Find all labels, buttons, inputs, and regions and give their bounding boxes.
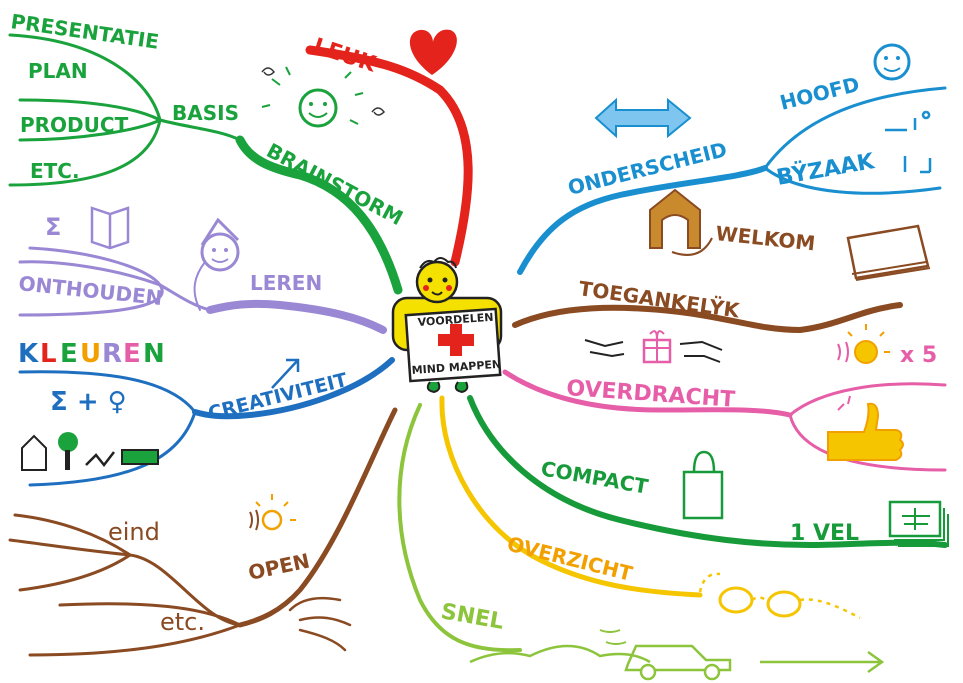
times-five-label: x 5 [900, 343, 937, 368]
bijzaak-label: BŸZAAK [775, 148, 878, 191]
plan-label: PLAN [28, 59, 88, 83]
branch-leren: LEREN ONTHOUDEN Σ [17, 206, 387, 334]
svg-text:K: K [18, 339, 39, 369]
welkom-label: WELKOM [714, 221, 816, 255]
overdracht-label: OVERDRACHT [566, 376, 736, 413]
sigma-icon: Σ [45, 213, 61, 241]
sun-icon [249, 494, 296, 531]
toegankelijk-label: TOEGANKELŸK [577, 276, 742, 322]
basis-label: BASIS [172, 101, 239, 125]
svg-text:E: E [123, 339, 141, 369]
leuk-label: LEUK [310, 34, 379, 78]
arrow-up-right-icon [271, 358, 300, 389]
overzicht-label: OVERZICHT [505, 532, 635, 586]
paper-stack-icon [846, 224, 931, 281]
shopping-bag-icon [682, 450, 724, 520]
brainstorm-face-icon [261, 66, 385, 128]
branch-creativiteit: CREATIVITEIT K L E U R E N Σ + ♀ [18, 339, 395, 487]
open-label: OPEN [246, 549, 312, 585]
double-arrow-icon [594, 97, 692, 139]
svg-text:N: N [143, 339, 165, 369]
svg-text:E: E [60, 339, 78, 369]
branch-leuk: LEUK [305, 29, 473, 267]
center-character: VOORDELEN MIND MAPPEN [391, 257, 503, 394]
snel-label: SNEL [439, 599, 506, 635]
brainstorm-label: BRAINSTORM [263, 138, 407, 230]
branch-overdracht: OVERDRACHT x 5 [502, 324, 947, 472]
svg-text:U: U [80, 339, 101, 369]
house-door-icon [649, 188, 713, 256]
svg-text:R: R [102, 339, 122, 369]
vel-label: 1 VEL [790, 521, 859, 546]
eind-label: eind [108, 518, 160, 546]
book-icon [90, 206, 130, 250]
house-tree-pencil-icon [21, 432, 159, 471]
etc-lower-label: etc. [160, 608, 205, 636]
sun-times-five-icon: x 5 [837, 324, 937, 368]
gift-hands-icon [584, 330, 723, 364]
heart-icon [409, 29, 457, 76]
mindmap-sheet-icon [888, 500, 949, 547]
glasses-icon [698, 572, 861, 620]
symbols-label: Σ + ♀ [50, 387, 127, 417]
thumbs-up-icon [827, 395, 904, 461]
kleuren-label: K L E U R E N [18, 339, 165, 369]
learner-face-icon [200, 217, 240, 272]
car-arrow-icon [469, 629, 885, 681]
etc-label: ETC. [30, 159, 80, 183]
center-line2: MIND MAPPEN [411, 358, 501, 377]
leren-label: LEREN [250, 271, 322, 295]
onthouden-label: ONTHOUDEN [17, 271, 163, 310]
small-marks-icon [885, 110, 932, 174]
smiley-icon [873, 43, 911, 81]
product-label: PRODUCT [20, 113, 129, 137]
presentatie-label: PRESENTATIE [9, 9, 160, 54]
center-line1: VOORDELEN [417, 311, 494, 329]
svg-text:L: L [40, 339, 57, 369]
